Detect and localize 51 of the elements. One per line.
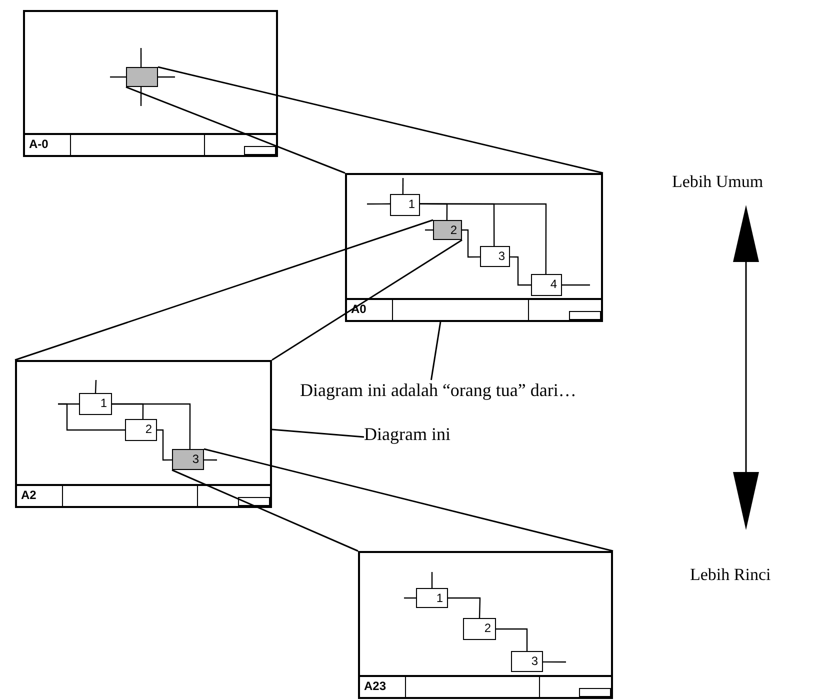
diagram-number: A23 [364, 679, 386, 693]
connector-line [562, 284, 590, 286]
projection-line [158, 66, 604, 174]
activity-box: 1 [79, 393, 112, 415]
connector-line [58, 403, 125, 431]
activity-box: 1 [390, 194, 420, 216]
connector-line [431, 572, 433, 588]
diagram-frame [15, 360, 272, 508]
connector-line [140, 48, 142, 67]
connector-line [462, 229, 480, 258]
diagram-frame [358, 551, 613, 699]
shaded-activity-box [126, 67, 158, 87]
connector-line [510, 256, 531, 286]
connector-line [448, 597, 481, 618]
activity-box: 2 [463, 618, 496, 640]
activity-box: 4 [531, 274, 562, 296]
connector-line [158, 76, 175, 78]
activity-box: 1 [416, 588, 448, 608]
annotation-text: Diagram ini adalah “orang tua” dari… [300, 380, 710, 406]
connector-line [496, 628, 528, 651]
projection-line [172, 469, 358, 552]
connector-line [402, 178, 404, 194]
activity-box: 2 [433, 220, 462, 240]
projection-line [14, 219, 434, 361]
projection-line [204, 448, 614, 552]
diagram-frame [345, 173, 603, 322]
connector-line [204, 459, 217, 461]
connector-line [140, 87, 142, 106]
annotation-text: Diagram ini [364, 424, 494, 450]
connector-line [112, 403, 191, 449]
connector-line [543, 661, 566, 663]
projection-line [272, 239, 462, 361]
connector-line [404, 597, 416, 599]
connector-line [420, 203, 547, 274]
activity-box: 3 [172, 449, 204, 470]
leader-line [272, 428, 364, 438]
scale-label: Lebih Umum [672, 172, 764, 192]
diagram-number: A-0 [29, 137, 48, 151]
activity-box: 2 [125, 419, 157, 441]
connector-line [110, 76, 126, 78]
leader-line [430, 322, 442, 380]
diagram-number: A2 [21, 488, 36, 502]
connector-line [425, 229, 433, 231]
connector-line [94, 380, 97, 394]
diagram-frame [23, 10, 278, 157]
connector-line [367, 203, 390, 205]
activity-box: 3 [480, 246, 510, 267]
connector-line [157, 429, 172, 461]
projection-line [126, 86, 346, 174]
scale-label: Lebih Rinci [690, 565, 771, 585]
activity-box: 3 [511, 651, 543, 672]
